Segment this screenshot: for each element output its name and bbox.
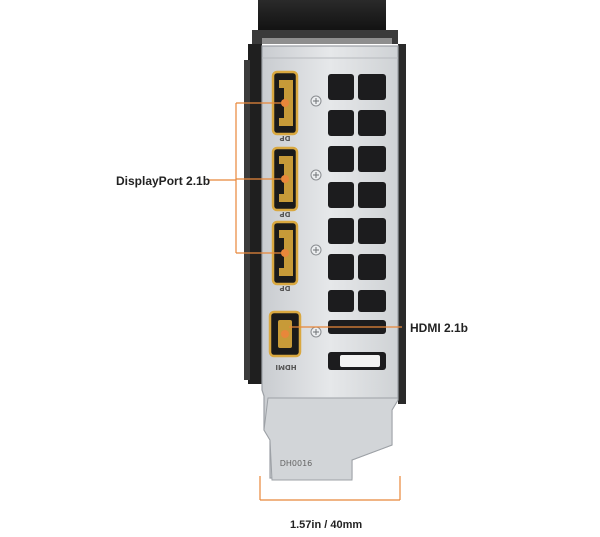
card-shroud bbox=[252, 0, 398, 44]
displayport-callout-label: DisplayPort 2.1b bbox=[116, 174, 211, 188]
width-dimension bbox=[259, 476, 401, 501]
port-label-dp-1: DP bbox=[280, 134, 291, 142]
vent-grille bbox=[328, 74, 386, 370]
port-label-hdmi: HDMI bbox=[275, 363, 296, 371]
hdmi-callout-label: HDMI 2.1b bbox=[410, 321, 469, 335]
port-label-dp-3: DP bbox=[280, 284, 291, 292]
displayport-callout-lines bbox=[208, 102, 281, 254]
width-dimension-label: 1.57in / 40mm bbox=[290, 519, 363, 531]
port-label-dp-2: DP bbox=[280, 210, 291, 218]
port-markers bbox=[281, 99, 289, 338]
card-side bbox=[244, 44, 406, 404]
bracket-engraving: DH0016 bbox=[280, 459, 313, 468]
